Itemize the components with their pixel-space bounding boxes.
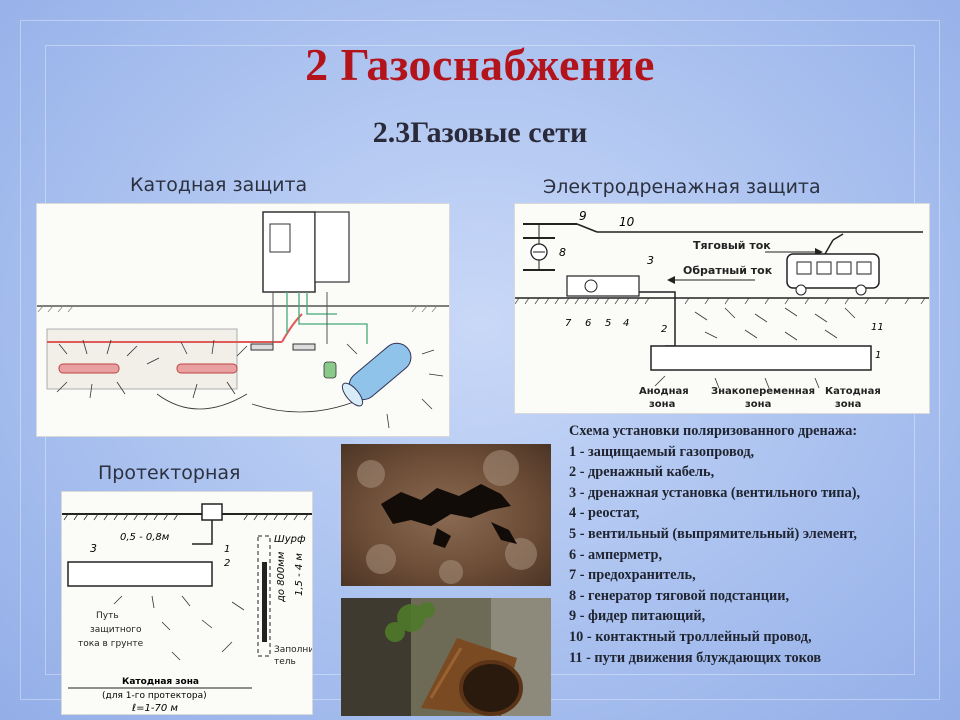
pr-depth-v: до 800мм	[276, 551, 287, 603]
label-electrodrainage: Электродренажная защита	[543, 176, 821, 198]
pr-fill-1: Заполни	[274, 645, 312, 655]
pr-path-1: Путь	[96, 611, 119, 621]
legend-item: 9 - фидер питающий,	[569, 608, 706, 625]
cathodic-schematic	[37, 211, 449, 429]
pr-zone: Катодная зона	[122, 677, 199, 687]
dr-traction: Тяговый ток	[693, 239, 771, 252]
photo-corrosion	[341, 444, 551, 586]
dr-num-2: 2	[661, 324, 667, 335]
label-protector: Протекторная	[98, 462, 241, 484]
diagram-cathodic	[36, 203, 450, 437]
pr-depth-v2: 1,5 - 4 м	[294, 553, 305, 596]
pr-num-1: 1	[224, 544, 230, 555]
dr-cathode-2: зона	[835, 399, 861, 410]
pr-num-2: 2	[224, 558, 230, 569]
dr-return: Обратный ток	[683, 264, 773, 277]
dr-cathode-1: Катодная	[825, 386, 881, 397]
pr-len: ℓ=1-70 м	[132, 703, 178, 714]
dr-alt-1: Знакопеременная	[711, 386, 815, 397]
pr-path-3: тока в грунте	[78, 639, 144, 649]
pr-shurf: Шурф	[274, 534, 306, 545]
dr-anode-1: Анодная	[639, 386, 689, 397]
pr-depth: 0,5 - 0,8м	[120, 532, 170, 543]
dr-alt-2: зона	[745, 399, 771, 410]
dr-num-6: 6	[585, 318, 591, 329]
legend-item: 7 - предохранитель,	[569, 567, 696, 584]
legend-block: Схема установки поляризованного дренажа:…	[569, 421, 954, 668]
dr-num-4: 4	[623, 318, 629, 329]
pr-fill-2: тель	[274, 657, 296, 667]
corrosion-texture	[341, 444, 551, 586]
legend-heading: Схема установки поляризованного дренажа:	[569, 423, 858, 439]
photo-corroded-pipe	[341, 598, 551, 716]
dr-num-10: 10	[619, 215, 635, 229]
legend-item: 10 - контактный троллейный провод,	[569, 628, 812, 645]
pipe-texture	[341, 598, 551, 716]
protector-schematic: 0,5 - 0,8м Шурф 3 1 2 до 800мм 1,5 - 4 м…	[62, 503, 312, 714]
legend-item: 8 - генератор тяговой подстанции,	[569, 587, 790, 604]
slide-title: 2 Газоснабжение	[305, 39, 655, 90]
dr-anode-2: зона	[649, 399, 675, 410]
electrodrainage-schematic: 9 10 8 Тяговый ток Обратный ток 3	[515, 209, 929, 410]
dr-num-8: 8	[559, 246, 566, 259]
dr-num-7: 7	[565, 318, 572, 329]
pr-zone-2: (для 1-го протектора)	[102, 691, 207, 701]
legend-item: 11 - пути движения блуждающих токов	[569, 649, 822, 666]
dr-num-1: 1	[875, 350, 881, 361]
dr-num-11: 11	[871, 322, 884, 333]
legend-item: 3 - дренажная установка (вентильного тип…	[569, 484, 861, 501]
dr-num-3: 3	[647, 254, 654, 267]
legend-item: 1 - защищаемый газопровод,	[569, 443, 755, 460]
legend-item: 6 - амперметр,	[569, 546, 663, 563]
pr-num-3: 3	[90, 542, 97, 555]
legend-item: 4 - реостат,	[569, 505, 640, 522]
slide-subtitle: 2.3Газовые сети	[372, 116, 588, 149]
dr-num-9: 9	[579, 209, 587, 223]
legend-item: 2 - дренажный кабель,	[569, 464, 715, 481]
pr-path-2: защитного	[90, 625, 142, 635]
dr-num-5: 5	[605, 318, 611, 329]
diagram-electrodrainage: 9 10 8 Тяговый ток Обратный ток 3	[514, 203, 930, 414]
diagram-protector: 0,5 - 0,8м Шурф 3 1 2 до 800мм 1,5 - 4 м…	[61, 491, 313, 715]
legend-item: 5 - вентильный (выпрямительный) элемент,	[569, 525, 858, 542]
label-cathodic: Катодная защита	[130, 174, 308, 196]
